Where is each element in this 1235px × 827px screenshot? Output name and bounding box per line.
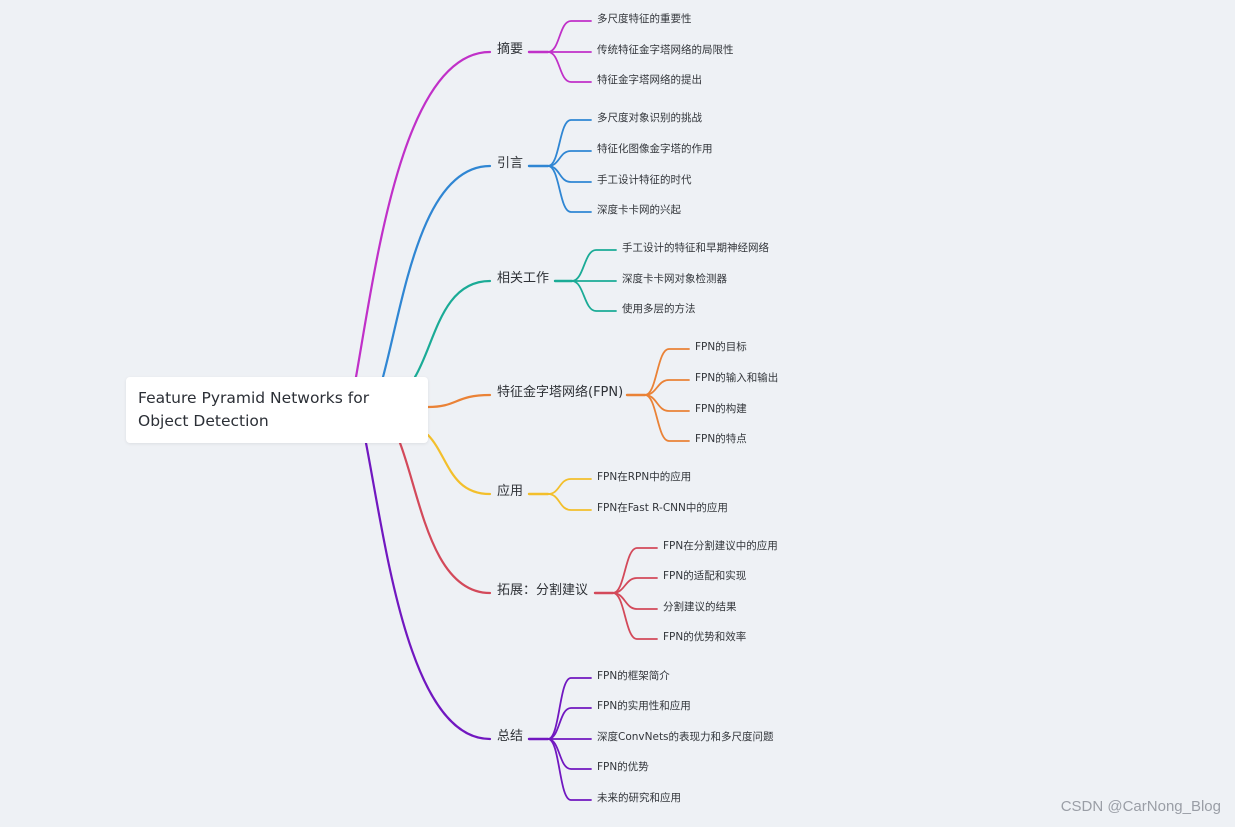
leaf-connector bbox=[612, 547, 658, 594]
leaf-node[interactable]: FPN的目标 bbox=[695, 341, 747, 353]
leaf-node[interactable]: FPN在RPN中的应用 bbox=[597, 471, 692, 483]
leaf-connector bbox=[644, 379, 690, 396]
leaf-node[interactable]: 手工设计特征的时代 bbox=[597, 174, 692, 186]
leaf-node[interactable]: FPN的优势和效率 bbox=[663, 631, 747, 643]
leaf-connector bbox=[612, 577, 658, 594]
branch-connector bbox=[426, 433, 492, 496]
leaf-connector bbox=[571, 249, 617, 282]
leaf-node[interactable]: 深度卡卡网的兴起 bbox=[597, 204, 681, 216]
leaf-node[interactable]: FPN的输入和输出 bbox=[695, 372, 779, 384]
leaf-connector bbox=[547, 493, 592, 511]
branch-node[interactable]: 应用 bbox=[497, 484, 524, 499]
leaf-node[interactable]: FPN在分割建议中的应用 bbox=[663, 540, 778, 552]
root-title: Feature Pyramid Networks for Object Dete… bbox=[138, 389, 370, 430]
leaf-node[interactable]: FPN的特点 bbox=[695, 433, 747, 445]
leaf-node[interactable]: 深度ConvNets的表现力和多尺度问题 bbox=[597, 731, 774, 743]
leaf-node[interactable]: 特征化图像金字塔的作用 bbox=[597, 143, 713, 155]
root-node[interactable]: Feature Pyramid Networks for Object Dete… bbox=[126, 377, 428, 443]
leaf-node[interactable]: FPN在Fast R-CNN中的应用 bbox=[597, 502, 728, 514]
branch-connector bbox=[354, 50, 492, 379]
leaf-node[interactable]: FPN的框架简介 bbox=[597, 670, 670, 682]
leaf-connector bbox=[547, 738, 592, 770]
leaf-connector bbox=[547, 738, 592, 801]
leaf-node[interactable]: 传统特征金字塔网络的局限性 bbox=[597, 44, 734, 56]
leaf-connector bbox=[547, 119, 592, 167]
branch-node[interactable]: 特征金字塔网络(FPN) bbox=[497, 385, 624, 400]
branch-node[interactable]: 引言 bbox=[497, 156, 524, 171]
branch-connector bbox=[364, 441, 492, 741]
leaf-node[interactable]: FPN的优势 bbox=[597, 761, 649, 773]
watermark: CSDN @CarNong_Blog bbox=[1060, 798, 1221, 815]
branch-node[interactable]: 摘要 bbox=[497, 42, 524, 57]
leaf-connector bbox=[571, 280, 617, 312]
leaf-connector bbox=[612, 592, 658, 640]
leaf-connector bbox=[547, 150, 592, 167]
leaf-connector bbox=[644, 394, 690, 442]
branch-node[interactable]: 拓展：分割建议 bbox=[497, 583, 589, 598]
leaf-node[interactable]: FPN的适配和实现 bbox=[663, 570, 747, 582]
leaf-node[interactable]: FPN的实用性和应用 bbox=[597, 700, 691, 712]
branch-connector bbox=[398, 441, 492, 595]
leaf-node[interactable]: 特征金字塔网络的提出 bbox=[597, 74, 702, 86]
branch-node[interactable]: 总结 bbox=[497, 729, 524, 744]
leaf-connector bbox=[547, 165, 592, 213]
leaf-connector bbox=[547, 677, 592, 740]
leaf-connector bbox=[547, 51, 592, 83]
leaf-node[interactable]: 多尺度对象识别的挑战 bbox=[597, 112, 702, 124]
branch-connector bbox=[413, 279, 492, 379]
branch-connector bbox=[426, 393, 492, 409]
leaf-node[interactable]: 多尺度特征的重要性 bbox=[597, 13, 692, 25]
leaf-node[interactable]: FPN的构建 bbox=[695, 403, 747, 415]
leaf-node[interactable]: 使用多层的方法 bbox=[622, 303, 696, 315]
branch-node[interactable]: 相关工作 bbox=[497, 271, 550, 286]
leaf-node[interactable]: 未来的研究和应用 bbox=[597, 792, 681, 804]
branch-connector bbox=[381, 164, 492, 379]
leaf-connector bbox=[547, 478, 592, 495]
leaf-connector bbox=[644, 348, 690, 396]
leaf-node[interactable]: 分割建议的结果 bbox=[663, 601, 737, 613]
leaf-node[interactable]: 深度卡卡网对象检测器 bbox=[622, 273, 727, 285]
leaf-node[interactable]: 手工设计的特征和早期神经网络 bbox=[622, 242, 769, 254]
leaf-connector bbox=[547, 20, 592, 53]
leaf-connector bbox=[547, 707, 592, 740]
